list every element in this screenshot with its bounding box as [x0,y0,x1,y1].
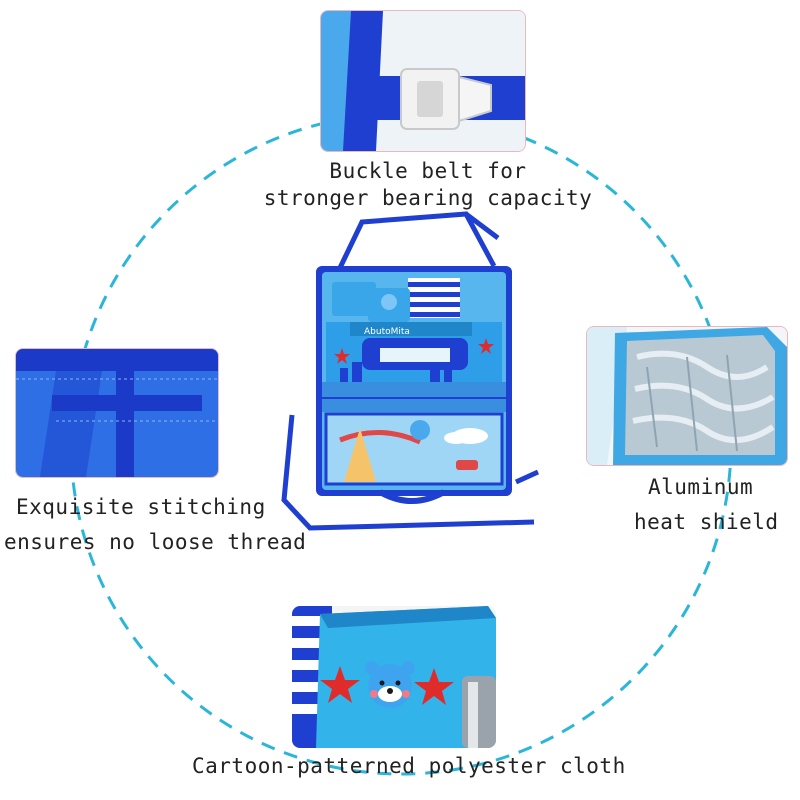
stitching-caption: Exquisite stitching ensures no loose thr… [0,489,320,561]
buckle-caption: Buckle belt for stronger bearing capacit… [258,153,598,217]
cloth-caption-line1: Cartoon-patterned polyester cloth [192,754,626,778]
stitching-photo [15,348,219,478]
aluminum-caption-line2: heat shield [634,509,779,534]
buckle-caption-line1: Buckle belt for [329,159,527,183]
buckle-caption-line2: stronger bearing capacity [263,185,593,210]
aluminum-caption-line1: Aluminum [648,475,754,499]
buckle-belt-photo [320,10,526,152]
stitching-caption-line2: ensures no loose thread [4,529,307,554]
cloth-caption: Cartoon-patterned polyester cloth [192,748,652,785]
stitching-caption-line1: Exquisite stitching [16,495,266,519]
cartoon-cloth-photo [292,606,496,748]
aluminum-shield-photo [586,326,788,466]
brand-label: AbutoMita [364,327,410,337]
aluminum-caption: Aluminum heat shield [628,469,798,541]
seat-organizer-image: AbutoMita [280,210,546,540]
